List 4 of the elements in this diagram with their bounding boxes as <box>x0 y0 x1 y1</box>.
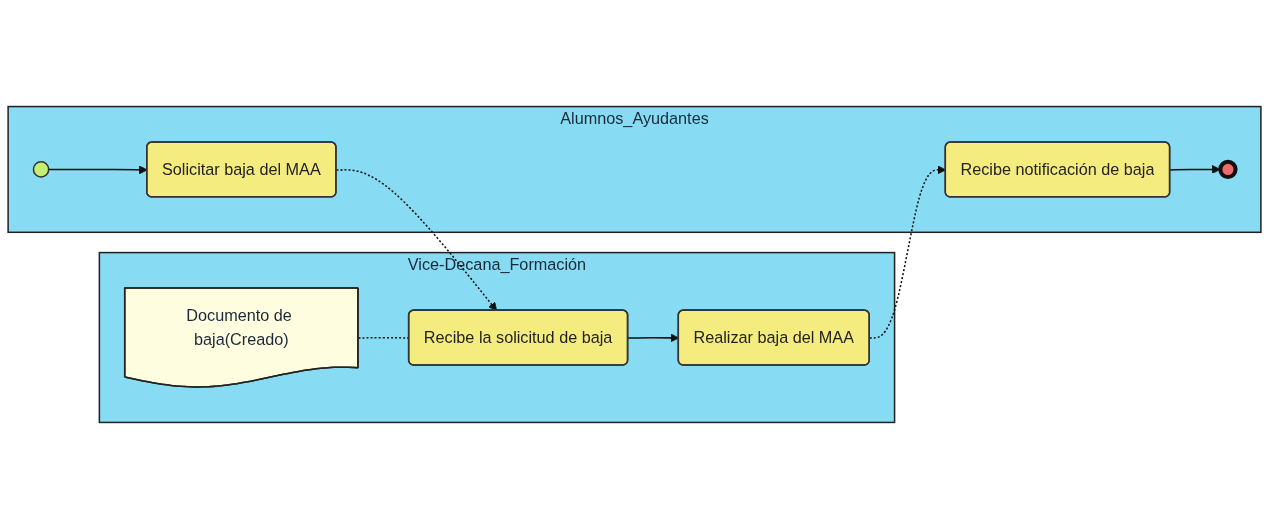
node-circle <box>32 161 50 178</box>
node-circle <box>1218 159 1238 180</box>
arrow <box>1169 164 1221 174</box>
arrow <box>335 169 498 312</box>
